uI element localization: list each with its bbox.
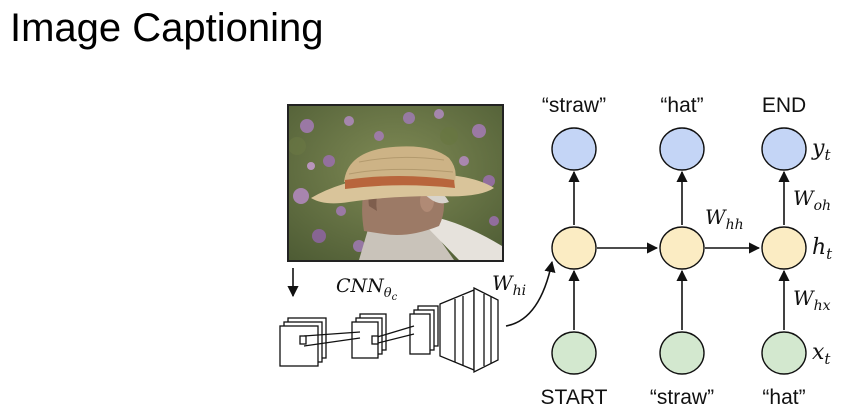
slide-title: Image Captioning — [10, 6, 324, 50]
input-photo — [287, 104, 504, 262]
output-node-1 — [551, 127, 597, 171]
input-node-2 — [659, 331, 705, 375]
w-hh-label: Whh — [705, 205, 744, 233]
h-t-label: ht — [812, 235, 833, 263]
cnn-label: CNNθc — [336, 275, 398, 303]
input-node-1 — [551, 331, 597, 375]
output-label-2: “hat” — [660, 94, 703, 117]
output-node-3 — [761, 127, 807, 171]
input-label-3: “hat” — [762, 386, 805, 409]
hidden-node-1 — [551, 226, 597, 270]
input-label-2: “straw” — [650, 386, 714, 409]
input-label-1: START — [541, 386, 608, 409]
w-oh-label: Woh — [793, 186, 831, 214]
hidden-node-3 — [761, 226, 807, 270]
w-hi-label: Whi — [492, 271, 526, 299]
x-t-label: xt — [812, 340, 831, 368]
hidden-node-2 — [659, 226, 705, 270]
w-hx-label: Whx — [793, 286, 831, 314]
output-node-2 — [659, 127, 705, 171]
output-label-3: END — [762, 94, 806, 117]
output-label-1: “straw” — [542, 94, 606, 117]
y-t-label: yt — [811, 136, 831, 164]
vertical-arrows — [568, 170, 790, 330]
input-node-3 — [761, 331, 807, 375]
cnn-to-hidden-arrow — [505, 260, 556, 327]
man-in-straw-hat-photo — [289, 106, 502, 260]
cnn-layers — [279, 286, 499, 374]
